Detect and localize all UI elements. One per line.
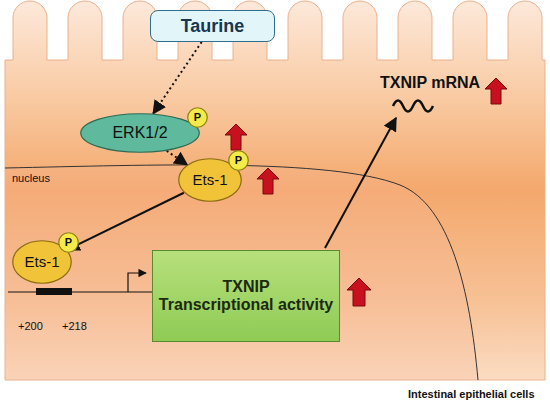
- compartment-label: nucleus: [12, 172, 50, 184]
- product-label: TXNIP mRNA: [380, 74, 480, 92]
- nuclear-membrane: [5, 165, 478, 380]
- phospho-circle: P: [58, 232, 79, 253]
- position-label: +218: [62, 320, 87, 332]
- mrna-wave: [393, 101, 433, 112]
- node-text: Taurine: [181, 16, 245, 37]
- nucleus-region: [5, 165, 478, 380]
- node-shape: [229, 151, 249, 171]
- node-text: Ets-1: [192, 171, 227, 188]
- node-shape: [59, 233, 79, 253]
- signal-arrow: [153, 42, 201, 113]
- node-text: TXNIP: [222, 278, 269, 296]
- node-text: P: [65, 236, 72, 249]
- phospho-circle: P: [228, 150, 249, 171]
- increase-arrow: [257, 168, 279, 194]
- activity-box: TXNIPTranscriptional activity: [152, 250, 340, 342]
- phospho-circle: P: [187, 107, 208, 128]
- signal-arrow: [67, 193, 184, 250]
- cell-body: [5, 1, 545, 380]
- binding-site: [36, 288, 72, 295]
- kinase-ellipse: ERK1/2: [80, 113, 200, 153]
- increase-arrow: [485, 78, 507, 104]
- promoter-arrow: [128, 273, 146, 292]
- node-text: ERK1/2: [112, 124, 167, 142]
- node-text: Transcriptional activity: [159, 296, 333, 314]
- stimulus-box: Taurine: [150, 10, 275, 42]
- position-label: +200: [18, 320, 43, 332]
- increase-arrow: [347, 278, 371, 306]
- node-text: Ets-1: [24, 253, 59, 270]
- node-text: P: [235, 154, 242, 167]
- dna-strand: [8, 291, 152, 292]
- increase-arrow: [225, 124, 247, 150]
- node-shape: [81, 114, 200, 153]
- node-shape: [188, 108, 208, 128]
- signal-arrow: [167, 151, 187, 165]
- cell-type-label: Intestinal epithelial cells: [408, 388, 535, 400]
- node-text: P: [194, 111, 201, 124]
- transcription-arrow: [325, 118, 396, 248]
